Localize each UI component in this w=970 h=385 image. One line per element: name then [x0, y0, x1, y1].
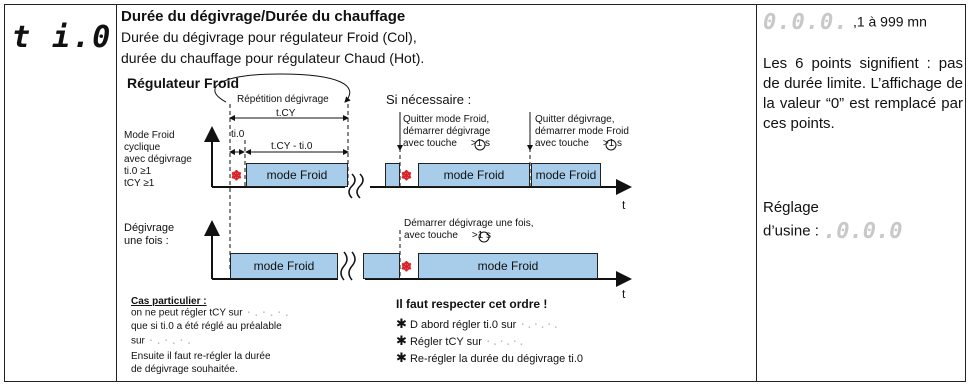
t-axis-label: t — [622, 198, 626, 212]
mode-froid-box: mode Froid — [418, 253, 598, 279]
tcy-minus-label: t.CY - ti.0 — [271, 141, 313, 152]
t-axis-label: t — [622, 287, 626, 301]
mode-froid-box — [363, 253, 400, 279]
special-case-title: Cas particulier : — [131, 296, 207, 307]
seven-seg-display: 0.0.0. — [763, 10, 849, 35]
repeat-loop-arrow — [214, 73, 351, 103]
mode-froid-box: mode Froid — [418, 163, 530, 187]
parameter-code: t i.0 — [12, 20, 113, 55]
defrost-once-label: Dégivrage une fois : — [124, 222, 175, 247]
factory-label: Réglage — [763, 199, 819, 216]
no-limit-note: Les 6 points signifient : pas de durée l… — [763, 55, 963, 132]
order-title: Il faut respecter cet ordre ! — [396, 297, 548, 311]
button-icon — [474, 139, 617, 243]
start-once-note: Démarrer dégivrage une fois, avec touche… — [404, 218, 534, 241]
mode-froid-label: mode Froid — [443, 168, 505, 182]
mode-froid-box: mode Froid — [230, 253, 338, 279]
description-line: Durée du dégivrage pour régulateur Froid… — [121, 29, 417, 45]
order-step: ✱ Re-régler la durée du dégivrage ti.0 — [396, 350, 584, 365]
tcy-label: t.CY — [276, 108, 296, 119]
quit-defrost-note: Quitter dégivrage, démarrer mode Froid a… — [535, 114, 629, 149]
column-divider — [756, 5, 757, 381]
if-needed-label: Si nécessaire : — [386, 92, 472, 107]
parameter-table — [4, 4, 966, 382]
section-heading: Durée du dégivrage/Durée du chauffage — [121, 8, 406, 25]
diagram-title: Régulateur Froid — [127, 75, 240, 91]
range-text: ,1 à 999 mn — [852, 13, 927, 30]
svg-text:❄: ❄ — [401, 260, 412, 275]
repeat-label: Répétition dégivrage — [237, 94, 329, 105]
mode-froid-box: mode Froid — [531, 163, 601, 187]
special-case-line: de dégivrage souhaitée. — [131, 364, 238, 375]
ti0-label: ti.0 — [231, 129, 245, 140]
defrost-icon: ❄ ❄ ❄ — [231, 169, 413, 276]
special-case-line: sur ·.·.·. — [131, 334, 194, 347]
special-case-line: on ne peut régler tCY sur ·.·.·. — [131, 306, 292, 319]
mode-froid-label: mode Froid — [253, 259, 315, 273]
seven-seg-display: .0.0.0 — [823, 219, 903, 244]
order-step: ✱ Régler tCY sur ·.·.·. — [396, 333, 525, 349]
special-case-line: que si ti.0 a été réglé au préalable — [131, 321, 282, 332]
mode-froid-label: mode Froid — [535, 168, 597, 182]
column-divider — [116, 5, 117, 381]
special-case-line: Ensuite il faut re-régler la durée — [131, 351, 271, 362]
axis-break — [340, 251, 356, 281]
factory-label: d’usine : .0.0.0 — [763, 219, 903, 244]
svg-text:❄: ❄ — [231, 169, 242, 184]
mode-cyclic-label: Mode Froid cyclique avec dégivrage ti.0 … — [124, 130, 192, 189]
seven-seg-dots: ·.·.·. — [484, 335, 525, 349]
axis-break — [348, 173, 364, 199]
seven-seg-dots: ·.·.·. — [519, 318, 560, 332]
seven-seg-dots: ·.·.·. — [147, 334, 194, 347]
range-display: 0.0.0. ,1 à 999 mn — [763, 10, 927, 35]
mode-froid-label: mode Froid — [477, 259, 539, 273]
mode-froid-label: mode Froid — [266, 168, 328, 182]
seven-seg-dots: ·.·.·. — [245, 306, 292, 319]
mode-froid-box: mode Froid — [246, 163, 348, 187]
order-step: ✱ D abord régler ti.0 sur ·.·.·. — [396, 316, 560, 332]
description-line: durée du chauffage pour régulateur Chaud… — [121, 50, 425, 66]
svg-text:❄: ❄ — [401, 169, 412, 184]
quit-froid-note: Quitter mode Froid, démarrer dégivrage a… — [403, 114, 491, 149]
mode-froid-box — [385, 163, 400, 187]
